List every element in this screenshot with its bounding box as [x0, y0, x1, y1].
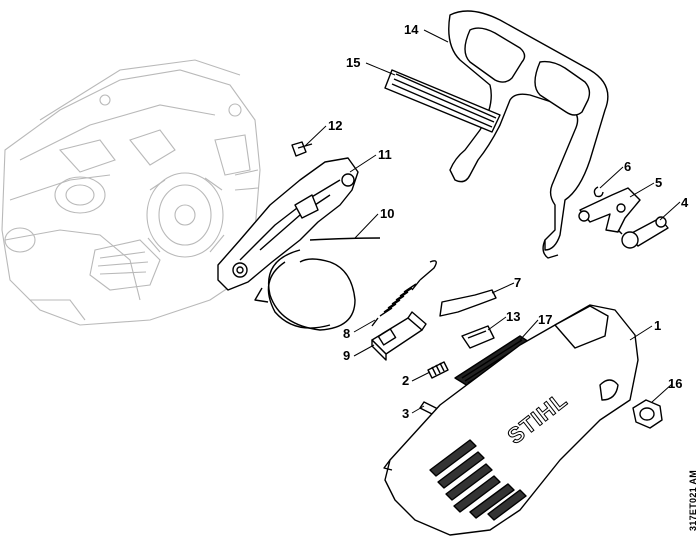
screw-part: [291, 141, 313, 157]
pin-part: [427, 361, 449, 379]
sprocket-cover-part: STIHL: [383, 304, 639, 536]
callout-8: 8: [343, 326, 350, 341]
callout-12: 12: [328, 118, 342, 133]
spring-housing-part: [371, 311, 427, 361]
callout-5: 5: [655, 175, 662, 190]
brake-bracket-part: [217, 157, 359, 291]
spring-part: [371, 260, 437, 327]
callout-16: 16: [668, 376, 682, 391]
callout-1: 1: [654, 318, 661, 333]
pad-part: [461, 325, 495, 349]
reference-code: 317ET021 AM: [688, 470, 698, 531]
nut-part: [632, 399, 663, 429]
linkage-part: [617, 216, 669, 249]
callout-17: 17: [538, 312, 552, 327]
callout-labels: 14 15 12 11 10 6 5 4 7 8 9 13 17 1 2 3 1…: [328, 22, 689, 421]
clip-part: [593, 186, 604, 198]
callout-13: 13: [506, 309, 520, 324]
lever-part: [578, 187, 641, 233]
callout-3: 3: [402, 406, 409, 421]
leader-lines: [304, 29, 681, 414]
engine-housing-sketch: [1, 59, 261, 326]
callout-10: 10: [380, 206, 394, 221]
callout-7: 7: [514, 275, 521, 290]
callout-4: 4: [681, 195, 689, 210]
callout-2: 2: [402, 373, 409, 388]
callout-15: 15: [346, 55, 360, 70]
callout-11: 11: [378, 147, 392, 162]
hand-guard-part: [448, 10, 609, 259]
vent-slots: [429, 439, 527, 521]
callout-6: 6: [624, 159, 631, 174]
callout-14: 14: [404, 22, 419, 37]
brake-band-part: [254, 237, 381, 331]
callout-9: 9: [343, 348, 350, 363]
plate-part: [439, 289, 497, 317]
grip-strip-part: [384, 69, 501, 133]
